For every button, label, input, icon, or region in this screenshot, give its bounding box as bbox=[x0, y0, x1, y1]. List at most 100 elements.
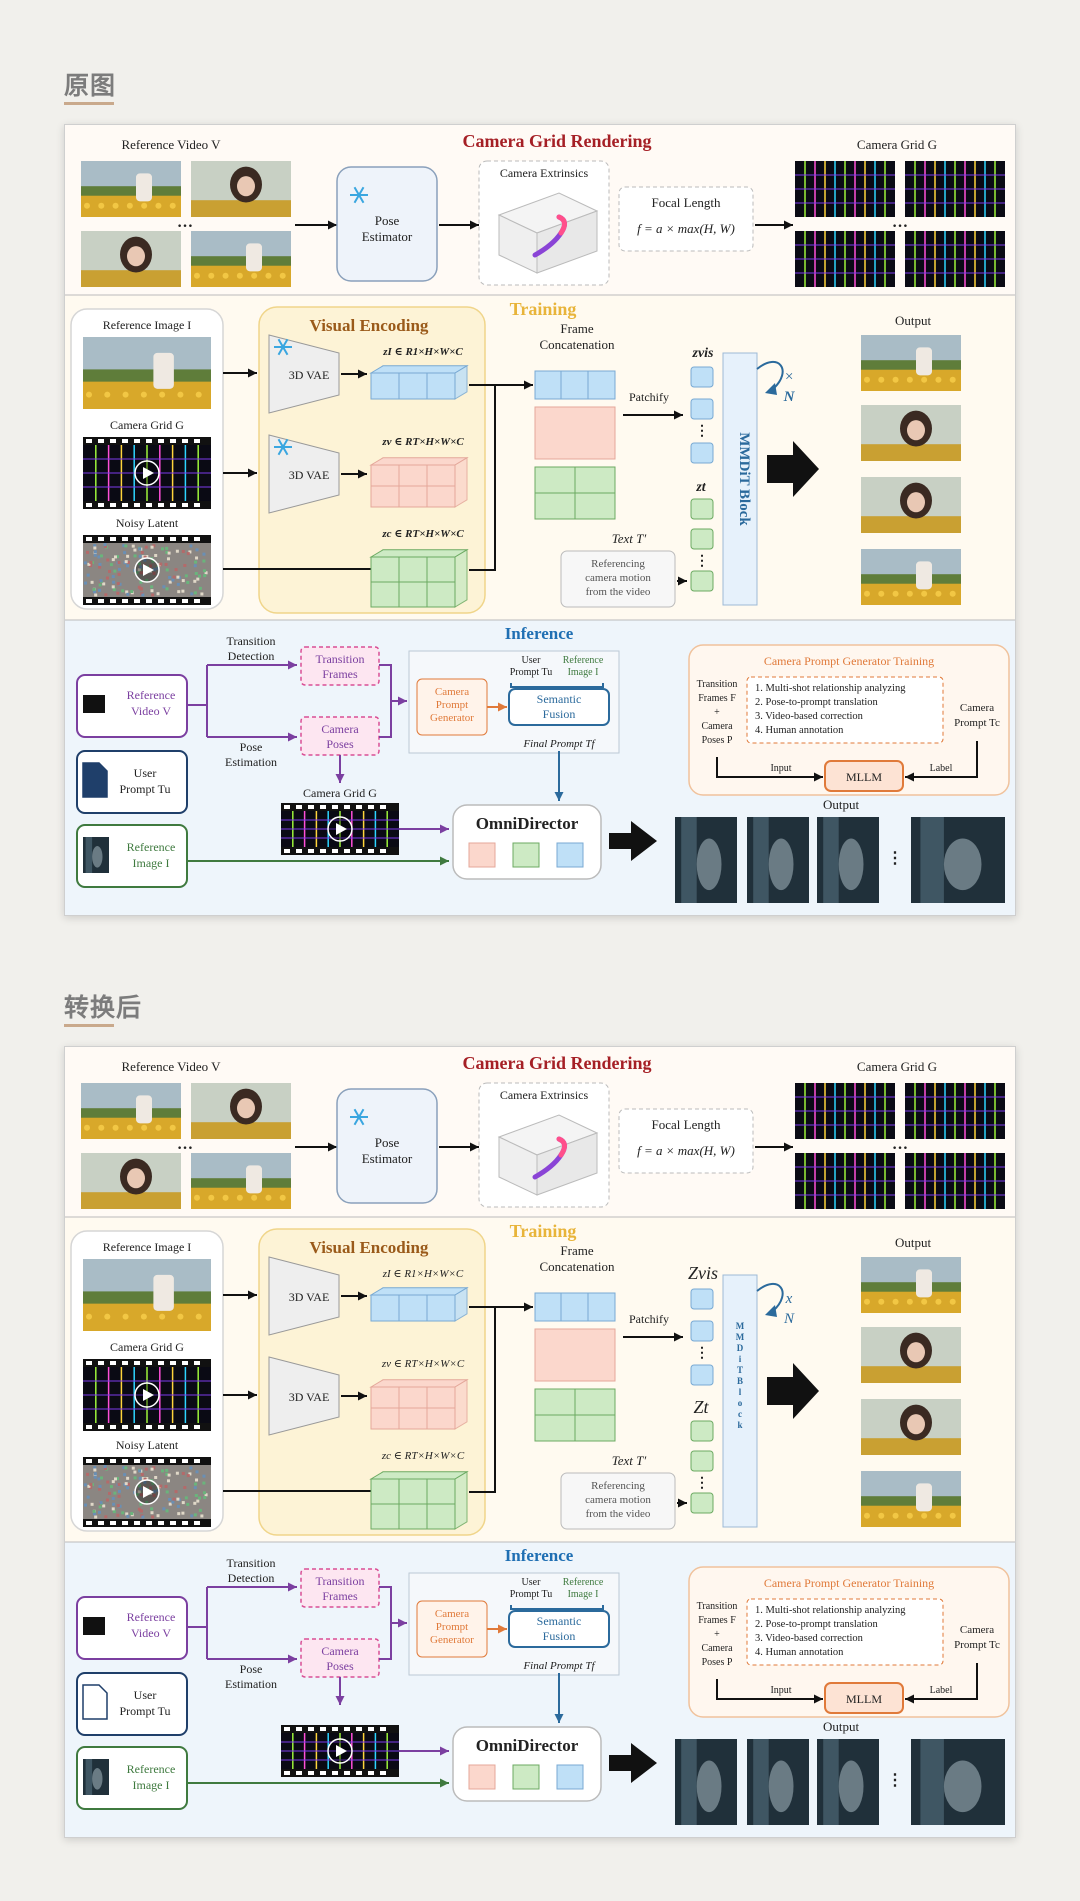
mmdit-block-letter: k bbox=[737, 1420, 742, 1430]
cpg-step-4: 4. Human annotation bbox=[755, 1647, 844, 1658]
noise-pixel bbox=[93, 550, 97, 554]
noise-pixel bbox=[112, 580, 116, 584]
flower bbox=[155, 202, 162, 209]
flower bbox=[86, 391, 92, 398]
training-camera-grid-film bbox=[83, 1359, 211, 1431]
sprocket-hole bbox=[98, 599, 104, 603]
sprocket-hole bbox=[344, 1771, 350, 1775]
camera-grid-ellipsis: … bbox=[892, 214, 908, 231]
noise-pixel bbox=[98, 583, 102, 587]
noise-pixel bbox=[116, 1477, 120, 1481]
cpg-camera-prompt-label-line-1: Camera bbox=[960, 702, 994, 714]
mmdit-block-letter: i bbox=[739, 1354, 742, 1364]
noise-pixel bbox=[204, 1493, 208, 1497]
sprocket-hole bbox=[98, 439, 104, 443]
z-vis-label: zvis bbox=[692, 346, 715, 361]
flower bbox=[878, 1512, 885, 1519]
pose-estimation-label-line-1: Pose bbox=[240, 1662, 263, 1676]
noise-pixel bbox=[200, 592, 204, 596]
patchify-label: Patchify bbox=[629, 390, 669, 404]
mllm-box bbox=[824, 1682, 904, 1714]
noise-pixel bbox=[124, 560, 128, 564]
noise-pixel bbox=[165, 550, 169, 554]
small-reference-image-label-line-2: Image I bbox=[568, 667, 599, 678]
noise-pixel bbox=[117, 567, 121, 571]
flower bbox=[177, 1313, 184, 1320]
arrow-camera-grid-to-vae-head bbox=[248, 468, 257, 478]
flower bbox=[155, 1124, 162, 1131]
text-prompt-label: Text T′ bbox=[612, 531, 647, 546]
noise-pixel bbox=[91, 1483, 95, 1487]
figure bbox=[696, 1760, 722, 1813]
cpg-steps-box bbox=[746, 676, 944, 744]
noise-pixel bbox=[92, 1512, 96, 1516]
training-output-frame-3 bbox=[861, 1399, 961, 1455]
mmdit-block-letter: M bbox=[736, 1321, 745, 1331]
arrow-ref-image-to-director-head bbox=[440, 1778, 449, 1788]
flower bbox=[906, 1298, 913, 1305]
noise-pixel bbox=[98, 1505, 102, 1509]
concat-connector bbox=[469, 1307, 496, 1493]
noise-pixel bbox=[166, 557, 170, 561]
arrow-to-camera-poses-head bbox=[288, 732, 297, 742]
text-prompt-content-line-3: from the video bbox=[586, 1508, 651, 1520]
flower bbox=[921, 1512, 928, 1519]
noise-pixel bbox=[118, 582, 122, 586]
trees bbox=[81, 1108, 181, 1120]
cpg-step-3: 3. Video-based correction bbox=[755, 1633, 864, 1644]
noise-pixel bbox=[171, 1500, 175, 1504]
noise-pixel bbox=[166, 1479, 170, 1483]
noise-pixel bbox=[113, 1491, 117, 1495]
trees bbox=[861, 1282, 961, 1294]
arrow-cpg-label-head bbox=[905, 1694, 914, 1704]
sprocket-hole bbox=[344, 805, 350, 809]
noise-pixel bbox=[104, 1515, 108, 1519]
noise-pixel bbox=[154, 1475, 158, 1479]
frame-concat-label-line-2: Concatenation bbox=[539, 337, 615, 352]
transition-frames-label-line-1: Transition bbox=[316, 652, 365, 666]
noise-pixel bbox=[126, 1514, 130, 1518]
text-prompt-content-line-1: Referencing bbox=[591, 558, 645, 570]
text-prompt-content-line-3: from the video bbox=[586, 586, 651, 598]
window-light bbox=[753, 1739, 769, 1825]
sprocket-hole bbox=[368, 1727, 374, 1731]
cube-top bbox=[369, 457, 469, 466]
sprocket-hole bbox=[86, 503, 92, 507]
concat-block-image bbox=[534, 370, 616, 400]
sprocket-hole bbox=[110, 503, 116, 507]
vae-encoder-2-frozen-icon bbox=[274, 438, 292, 456]
repeat-loop-arrow-head bbox=[765, 383, 777, 395]
heading-converted-rule bbox=[64, 1024, 114, 1027]
clapperboard-icon bbox=[83, 1617, 105, 1635]
trees bbox=[81, 186, 181, 198]
noise-pixel bbox=[86, 550, 90, 554]
training-output-frame-2 bbox=[861, 405, 961, 461]
noise-pixel bbox=[86, 1472, 90, 1476]
noise-pixel bbox=[193, 564, 197, 568]
noise-pixel bbox=[86, 1495, 90, 1499]
sprocket-hole bbox=[284, 849, 290, 853]
sunflowers bbox=[861, 444, 961, 461]
trees bbox=[861, 360, 961, 372]
arrow-to-transition-frames-head bbox=[288, 1582, 297, 1592]
noise-pixel bbox=[152, 544, 156, 548]
user-prompt-input-label-line-1: User bbox=[134, 766, 157, 780]
person bbox=[153, 352, 174, 389]
arrow-video-to-pose-head bbox=[328, 220, 337, 230]
sprocket-hole bbox=[86, 537, 92, 541]
latent-zv-cube bbox=[369, 1378, 469, 1430]
cpg-label-label: Label bbox=[930, 1685, 953, 1696]
sprocket-hole bbox=[296, 1727, 302, 1731]
noise-pixel bbox=[125, 1512, 129, 1516]
noise-pixel bbox=[188, 550, 192, 554]
window-light bbox=[85, 837, 93, 873]
frame-concat-label-line-1: Frame bbox=[560, 1243, 593, 1258]
figure bbox=[838, 838, 864, 891]
noise-pixel bbox=[176, 575, 180, 579]
cpg-step-2: 2. Pose-to-prompt translation bbox=[755, 697, 879, 708]
sprocket-hole bbox=[146, 599, 152, 603]
sprocket-hole bbox=[122, 537, 128, 541]
vae-encoder-1-label: 3D VAE bbox=[289, 368, 330, 382]
sprocket-hole bbox=[182, 537, 188, 541]
figure bbox=[838, 1760, 864, 1813]
